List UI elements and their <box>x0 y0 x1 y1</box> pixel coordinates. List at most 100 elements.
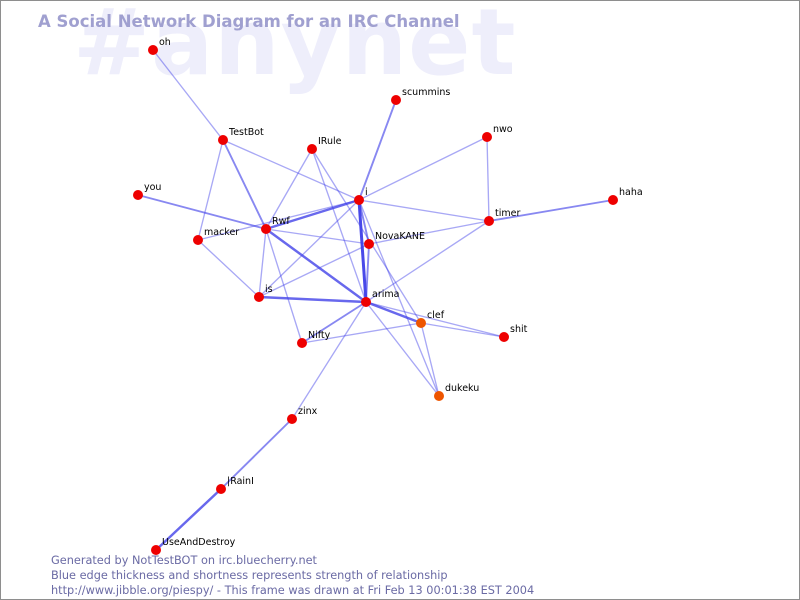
edge-clef-shit <box>420 322 505 338</box>
node-dot-zinx <box>287 414 297 424</box>
node-dot-dukeku <box>434 391 444 401</box>
node-dot-testbot <box>218 135 228 145</box>
edge-arima-shit <box>365 301 505 338</box>
edge-timer-novakane <box>368 220 490 245</box>
edge-i-timer <box>358 199 490 222</box>
node-label-nifty: Nifty <box>308 330 331 341</box>
node-is: is <box>254 284 273 302</box>
node-label-novakane: NovaKANE <box>375 231 425 242</box>
footer-generated-by: Generated by NotTestBOT on irc.bluecherr… <box>51 554 317 567</box>
edge-i-dukeku <box>358 199 440 397</box>
edge-is-arima <box>257 295 368 304</box>
edge-testbot-i <box>222 139 360 201</box>
node-label-nwo: nwo <box>493 124 513 135</box>
node-label-irule: IRule <box>318 136 342 147</box>
node-nwo: nwo <box>482 124 513 142</box>
edge-macker-is <box>197 239 260 298</box>
edge-zinx-irainl <box>220 418 293 490</box>
node-label-is: is <box>265 284 273 295</box>
node-dot-shit <box>499 332 509 342</box>
node-label-dukeku: dukeku <box>445 383 479 394</box>
node-dot-irule <box>307 144 317 154</box>
edge-testbot-rwf <box>222 139 267 230</box>
node-label-testbot: TestBot <box>228 127 264 138</box>
node-dot-macker <box>193 235 203 245</box>
edge-oh-testbot <box>152 49 224 141</box>
edge-i-is <box>258 199 360 298</box>
node-dot-irainl <box>216 484 226 494</box>
node-dot-novakane <box>364 239 374 249</box>
edge-clef-nifty <box>301 322 422 344</box>
channel-watermark: #anynet <box>73 0 517 96</box>
node-novakane: NovaKANE <box>364 231 425 249</box>
node-label-zinx: zinx <box>298 406 318 417</box>
node-zinx: zinx <box>287 406 318 424</box>
node-label-scummins: scummins <box>402 87 450 98</box>
node-dot-nifty <box>297 338 307 348</box>
node-scummins: scummins <box>391 87 450 105</box>
node-dot-timer <box>484 216 494 226</box>
node-i: i <box>354 187 368 205</box>
node-label-shit: shit <box>510 324 528 335</box>
footer-legend-note: Blue edge thickness and shortness repres… <box>51 569 448 582</box>
edge-clef-dukeku <box>420 322 440 397</box>
node-dot-useanddestroy <box>151 545 161 555</box>
node-label-oh: oh <box>159 37 171 48</box>
edge-i-arima <box>357 198 368 304</box>
node-arima: arima <box>361 289 399 307</box>
edge-irainl-useanddestroy <box>154 487 223 552</box>
node-dot-is <box>254 292 264 302</box>
node-nifty: Nifty <box>297 330 331 348</box>
diagram-title: A Social Network Diagram for an IRC Chan… <box>38 12 460 31</box>
edge-rwf-is <box>258 228 267 298</box>
node-label-rwf: Rwf <box>272 216 290 227</box>
node-label-macker: macker <box>204 227 239 238</box>
node-irainl: |RainI <box>216 476 254 494</box>
edge-nwo-i <box>358 136 488 201</box>
edge-arima-nifty <box>301 301 367 344</box>
node-dot-haha <box>608 195 618 205</box>
node-label-haha: haha <box>619 187 643 198</box>
node-shit: shit <box>499 324 528 342</box>
edge-arima-clef <box>364 300 423 325</box>
edge-novakane-arima <box>365 243 370 303</box>
edge-testbot-macker <box>197 139 224 241</box>
edge-arima-dukeku <box>365 301 440 397</box>
edge-i-rwf <box>264 198 361 231</box>
node-dot-i <box>354 195 364 205</box>
edge-you-rwf <box>137 194 267 230</box>
node-clef: clef <box>416 310 445 328</box>
node-haha: haha <box>608 187 643 205</box>
edge-timer-arima <box>365 220 490 303</box>
node-dot-arima <box>361 297 371 307</box>
node-oh: oh <box>148 37 171 55</box>
edge-irule-rwf <box>265 148 313 230</box>
node-label-you: you <box>144 182 161 193</box>
node-macker: macker <box>193 227 239 245</box>
node-label-useanddestroy: UseAndDestroy <box>162 537 236 548</box>
edge-i-macker <box>197 199 360 241</box>
node-label-arima: arima <box>372 289 399 300</box>
footer: Generated by NotTestBOT on irc.bluecherr… <box>51 553 534 598</box>
node-irule: IRule <box>307 136 342 154</box>
node-label-irainl: |RainI <box>227 476 254 487</box>
edges-layer <box>137 49 614 552</box>
node-dot-nwo <box>482 132 492 142</box>
node-label-i: i <box>365 187 368 198</box>
edge-rwf-arima <box>264 227 368 304</box>
node-dot-rwf <box>261 224 271 234</box>
edge-rwf-nifty <box>265 228 303 344</box>
edge-scummins-i <box>358 99 397 201</box>
node-useanddestroy: UseAndDestroy <box>151 537 236 555</box>
edge-arima-zinx <box>291 301 367 420</box>
edge-rwf-novakane <box>265 228 370 245</box>
node-label-timer: timer <box>495 208 520 219</box>
node-dot-scummins <box>391 95 401 105</box>
node-testbot: TestBot <box>218 127 264 145</box>
edge-irule-arima <box>311 148 367 303</box>
node-dot-clef <box>416 318 426 328</box>
node-rwf: Rwf <box>261 216 290 234</box>
